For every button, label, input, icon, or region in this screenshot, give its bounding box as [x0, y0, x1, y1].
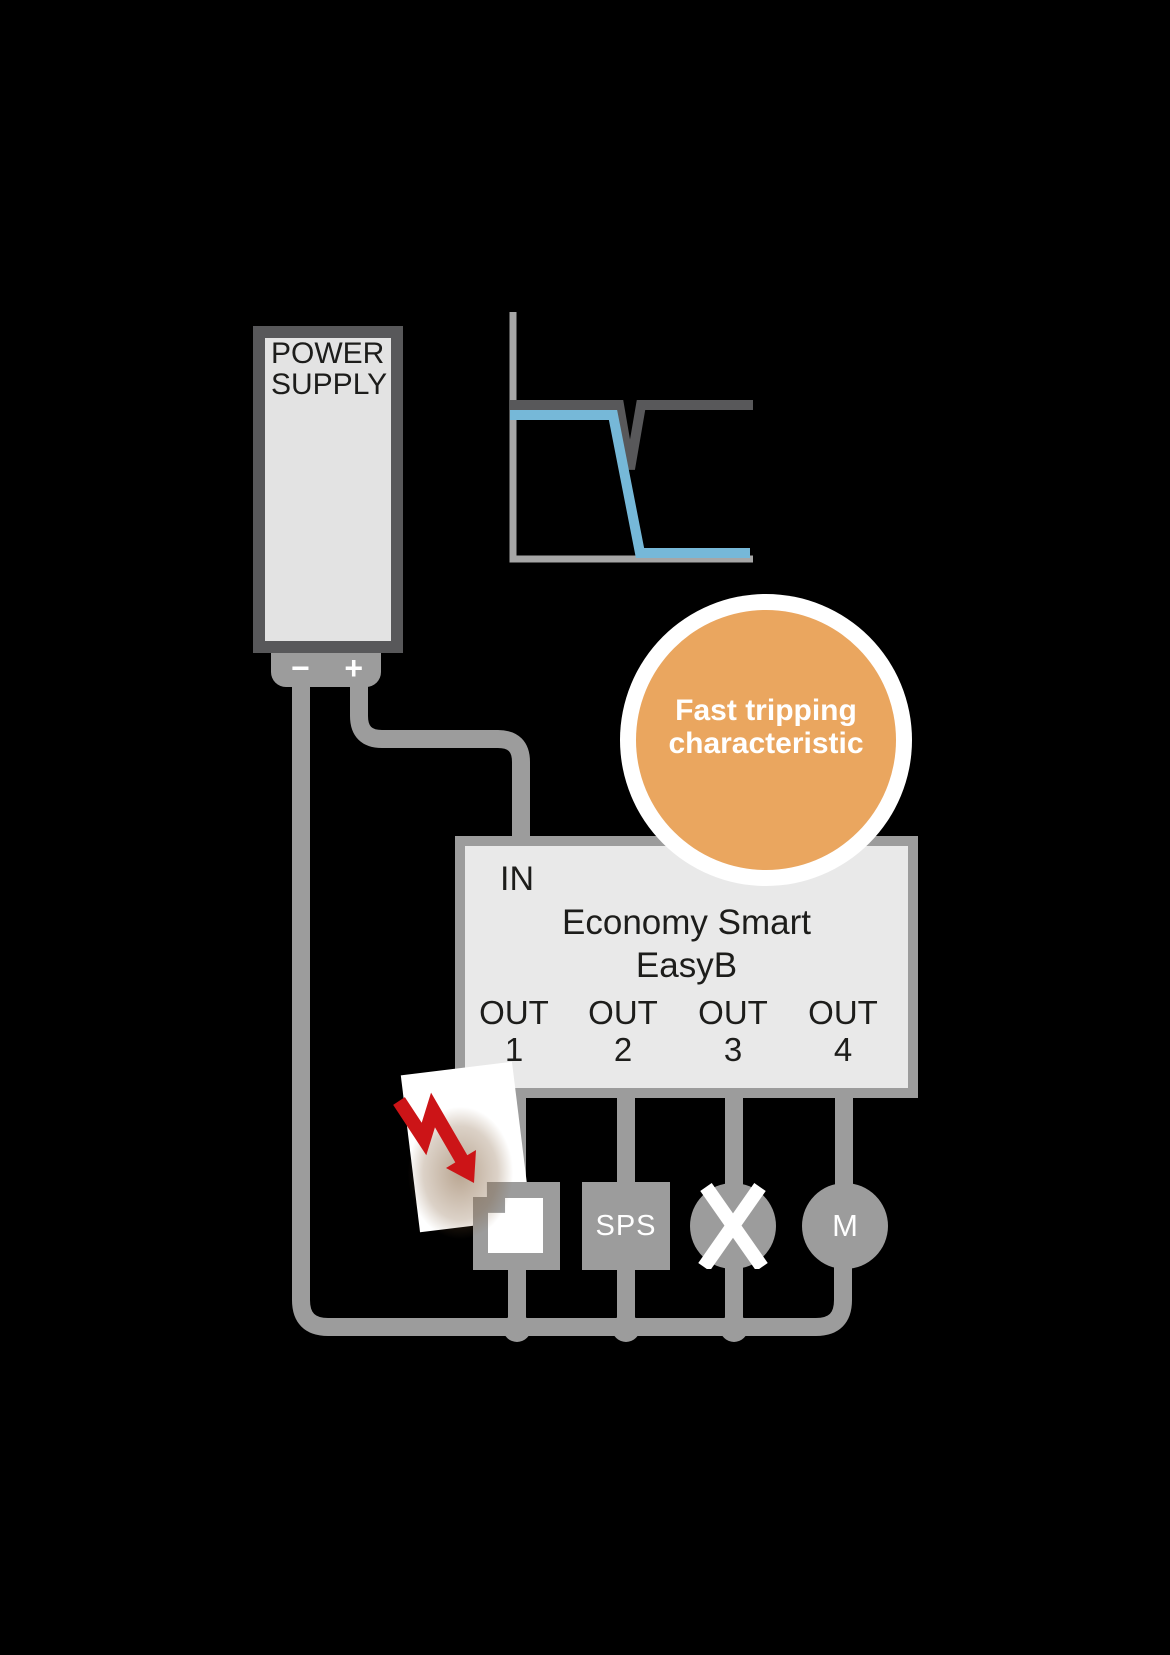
power-supply-label: POWER SUPPLY [271, 338, 401, 400]
sps-load-box: SPS [582, 1182, 670, 1270]
motor-icon: M [802, 1183, 888, 1269]
wire-negative-bus [292, 680, 852, 1336]
badge-text: Fast tripping characteristic [620, 694, 912, 760]
minus-terminal-label: − [291, 650, 310, 686]
badge-text-line1: Fast tripping [675, 694, 857, 727]
badge-ring [620, 594, 912, 886]
out-column-2: OUT 2 [578, 995, 668, 1069]
out-number-2: 2 [613, 1031, 633, 1068]
out-label-2: OUT [588, 994, 658, 1031]
out-label-3: OUT [698, 994, 768, 1031]
power-supply-label-line1: POWER [271, 337, 385, 370]
out-number-3: 3 [723, 1031, 743, 1068]
junction-dot-2 [612, 1314, 640, 1342]
junction-dot-3 [720, 1314, 748, 1342]
junction-dot-1 [503, 1314, 531, 1342]
lightning-zigzag [393, 1092, 469, 1164]
sps-label: SPS [595, 1209, 657, 1242]
badge-text-line2: characteristic [668, 727, 864, 760]
fast-tripping-curve [510, 410, 750, 558]
out-number-4: 4 [833, 1031, 853, 1068]
standard-tripping-curve [510, 400, 753, 470]
motor-label: M [832, 1208, 858, 1243]
out-number-1: 1 [504, 1031, 524, 1068]
power-supply-label-line2: SUPPLY [271, 368, 388, 401]
out-label-4: OUT [808, 994, 878, 1031]
out-column-4: OUT 4 [798, 995, 888, 1069]
device-name-line1: Economy Smart [562, 903, 811, 942]
terminal-block: − + [271, 650, 381, 687]
out-column-3: OUT 3 [688, 995, 778, 1069]
plus-terminal-label: + [344, 650, 363, 686]
trip-curve-chart [510, 400, 753, 558]
device-box [455, 836, 918, 1098]
in-label: IN [500, 860, 534, 898]
out-label-1: OUT [479, 994, 549, 1031]
wire-positive-to-in [350, 680, 530, 845]
valve-icon [690, 1183, 776, 1269]
power-supply-box [253, 326, 403, 653]
out-column-1: OUT 1 [469, 995, 559, 1069]
valve-cross-stroke-2 [698, 1183, 766, 1269]
device-name-line2: EasyB [635, 946, 738, 985]
badge-circle [636, 610, 896, 870]
valve-cross-icon [698, 1183, 768, 1269]
chart-axis [509, 312, 753, 563]
lightning-arrow-icon [393, 1092, 476, 1183]
